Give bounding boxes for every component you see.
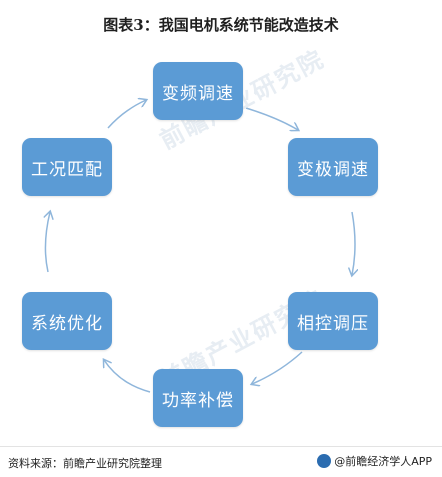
node-pole-changing: 变极调速 [288,138,378,196]
cycle-arrows [0,0,442,393]
node-variable-frequency: 变频调速 [153,62,243,120]
arrow-2-to-3 [352,211,355,275]
arrow-1-to-2 [245,107,298,130]
node-phase-voltage: 相控调压 [288,292,378,350]
node-power-compensation: 功率补偿 [153,369,243,427]
brand-logo-icon [317,454,332,468]
arrow-4-to-5 [104,360,151,393]
footer: 资料来源：前瞻产业研究院整理 @前瞻经济学人APP [0,446,442,477]
brand-label: @前瞻经济学人APP [334,455,432,468]
chart-title: 图表3：我国电机系统节能改造技术 [103,16,339,34]
arrow-5-to-6 [45,212,50,273]
brand: @前瞻经济学人APP [317,453,432,469]
node-condition-matching: 工况匹配 [22,138,112,196]
arrow-6-to-1 [107,100,146,129]
node-system-optimization: 系统优化 [22,292,112,350]
arrow-3-to-4 [252,351,303,384]
source-note: 资料来源：前瞻产业研究院整理 [8,457,162,470]
